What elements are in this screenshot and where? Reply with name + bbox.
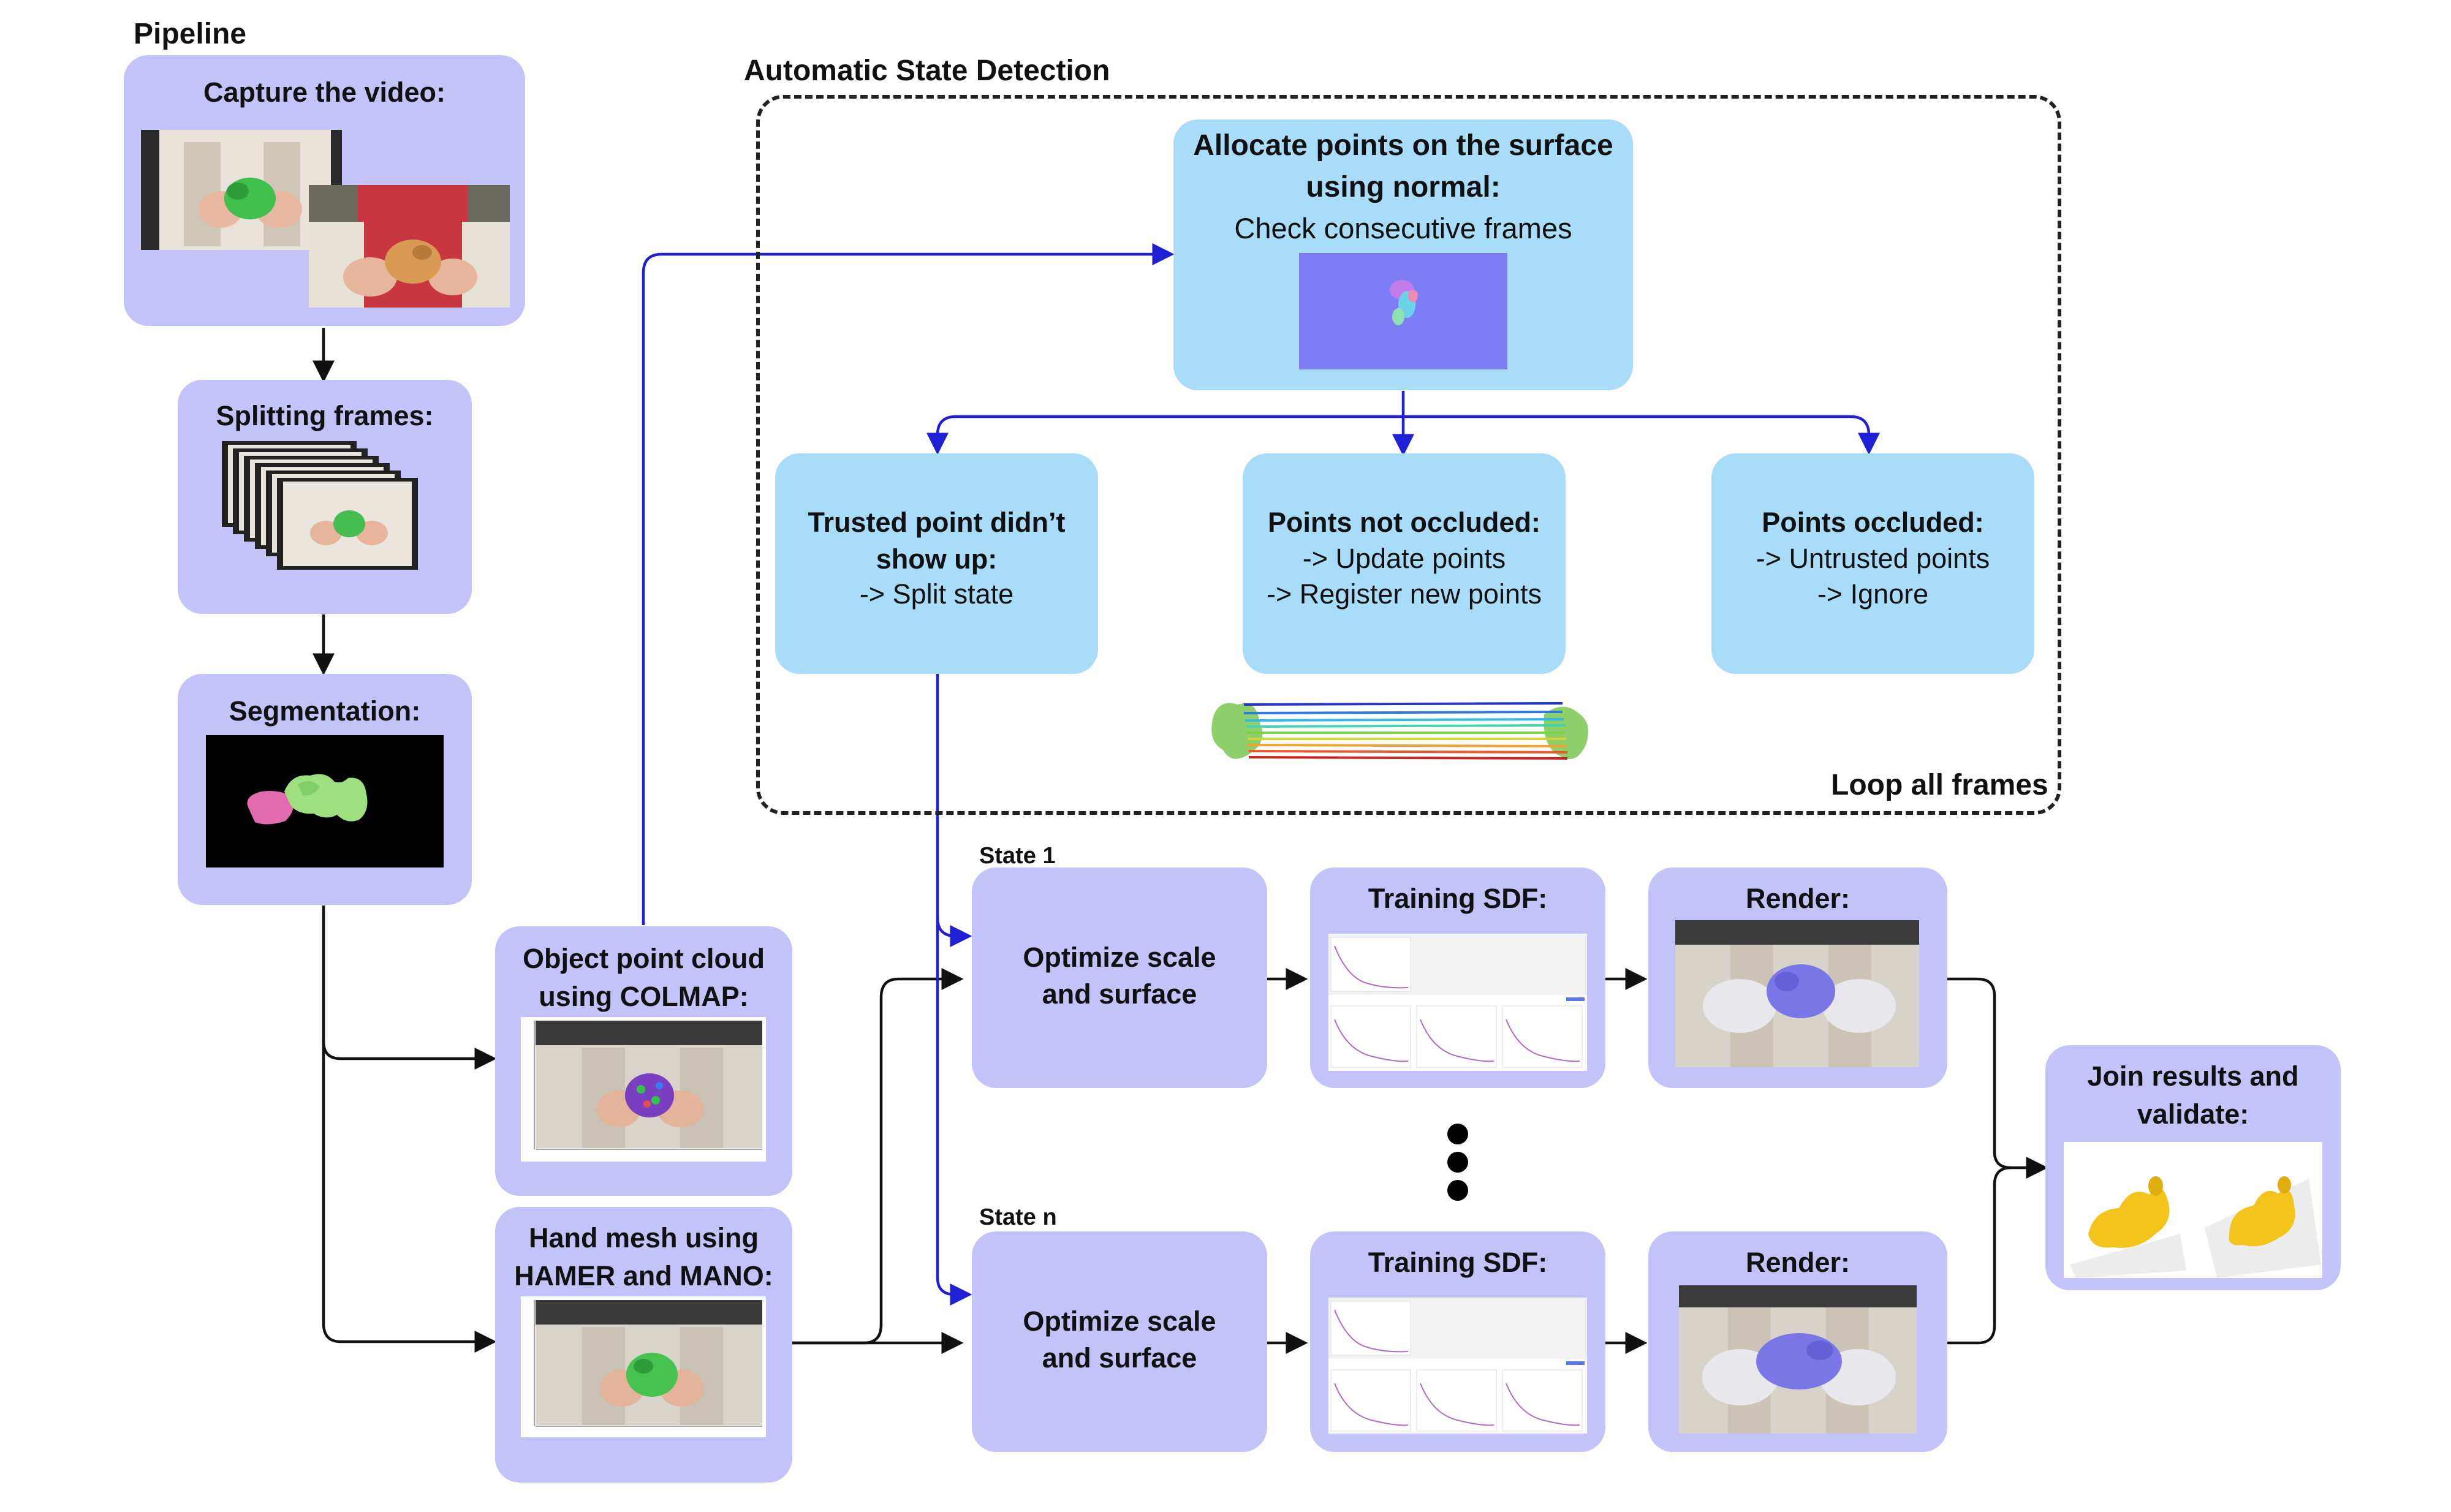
arrow-render1-to-join [1947, 977, 2048, 1179]
ellipsis-dot-1 [1447, 1124, 1468, 1144]
segmentation-box: Segmentation: [178, 674, 472, 905]
render-state1-title: Render: [1745, 883, 1851, 914]
not-occluded-line2: -> Register new points [1267, 578, 1542, 610]
occluded-line2: -> Ignore [1817, 578, 1929, 610]
arrow-handmesh-to-optimize-1 [792, 968, 964, 1345]
ellipsis-dot-2 [1447, 1152, 1468, 1173]
ellipsis-dot-3 [1447, 1180, 1468, 1201]
trusted-point-box: Trusted point didn’t show up: -> Split s… [775, 453, 1098, 674]
optimize-staten-box: Optimize scale and surface [972, 1231, 1267, 1452]
join-results-title-line1: Join results and [2087, 1060, 2299, 1092]
video-frame-1 [141, 130, 342, 250]
loop-label: Loop all frames [1831, 769, 2048, 801]
occluded-line1: -> Untrusted points [1756, 543, 1990, 574]
optimize-state1-box: Optimize scale and surface [972, 868, 1267, 1088]
optimize-staten-line2: and surface [1042, 1342, 1197, 1374]
point-cloud-plot-image [521, 1017, 766, 1162]
frame-stack-image [222, 441, 436, 582]
training-sdf-staten-title: Training SDF: [1368, 1247, 1548, 1278]
occluded-box: Points occluded: -> Untrusted points -> … [1711, 453, 2034, 674]
occluded-title: Points occluded: [1762, 507, 1984, 538]
point-correspondence-image [1211, 702, 1588, 760]
join-results-box: Join results and validate: [2045, 1045, 2341, 1290]
not-occluded-box: Points not occluded: -> Update points ->… [1243, 453, 1566, 674]
pipeline-arrows [313, 328, 2048, 1354]
allocate-points-box: Allocate points on the surface using nor… [1173, 119, 1633, 390]
render-state1-box: Render: [1648, 868, 1947, 1088]
training-sdf-state1-box: Training SDF: [1310, 868, 1605, 1088]
allocate-subtitle: Check consecutive frames [1234, 212, 1572, 244]
training-curves-staten-image [1328, 1298, 1587, 1434]
segmentation-title: Segmentation: [229, 695, 421, 727]
arrow-trusted-to-staten [936, 919, 972, 1306]
trusted-line1: -> Split state [859, 578, 1014, 610]
arrow-trusted-to-state1 [936, 674, 972, 947]
allocate-title-line1: Allocate points on the surface [1193, 129, 1613, 162]
hand-mesh-box: Hand mesh using HAMER and MANO: [495, 1207, 792, 1483]
not-occluded-line1: -> Update points [1302, 543, 1506, 574]
render-state1-image [1675, 920, 1919, 1067]
training-sdf-state1-title: Training SDF: [1368, 883, 1548, 914]
splitting-frames-title: Splitting frames: [216, 400, 434, 431]
point-cloud-title-line2: using COLMAP: [539, 981, 749, 1012]
capture-video-box: Capture the video: [124, 55, 525, 326]
splitting-frames-box: Splitting frames: [178, 380, 472, 614]
render-staten-image [1679, 1285, 1917, 1434]
allocate-title-line2: using normal: [1306, 171, 1501, 203]
optimize-state1-line2: and surface [1042, 978, 1197, 1010]
render-staten-title: Render: [1745, 1247, 1851, 1278]
optimize-staten-line1: Optimize scale [1023, 1306, 1216, 1337]
video-frame-2 [309, 185, 510, 308]
capture-video-title: Capture the video: [203, 77, 446, 108]
optimize-state1-line1: Optimize scale [1023, 942, 1216, 973]
join-results-title-line2: validate: [2137, 1098, 2249, 1130]
not-occluded-title: Points not occluded: [1268, 507, 1540, 538]
detection-title: Automatic State Detection [744, 55, 1110, 87]
training-sdf-staten-box: Training SDF: [1310, 1231, 1605, 1452]
normal-map-image [1299, 253, 1507, 369]
trusted-title-line1: Trusted point didn’t [808, 507, 1066, 538]
point-cloud-box: Object point cloud using COLMAP: [495, 926, 792, 1196]
trusted-title-line2: show up: [876, 543, 998, 575]
point-cloud-title-line1: Object point cloud [523, 943, 765, 974]
hand-mesh-title-line2: HAMER and MANO: [514, 1260, 773, 1291]
hand-mesh-title-line1: Hand mesh using [528, 1222, 759, 1253]
training-curves-state1-image [1328, 934, 1587, 1071]
pipeline-title: Pipeline [134, 18, 247, 50]
arrow-segmentation-to-pointcloud [322, 905, 497, 1070]
render-staten-box: Render: [1648, 1231, 1947, 1452]
state-detection-region [756, 95, 2061, 815]
detection-arrows [642, 243, 1880, 1306]
state-n-label: State n [979, 1204, 1057, 1230]
state-1-label: State 1 [979, 843, 1056, 869]
segmentation-mask-image [206, 735, 444, 868]
arrow-rendern-to-join [1947, 1166, 2012, 1345]
arrow-pointcloud-to-allocate [642, 243, 1175, 925]
hand-mesh-plot-image [521, 1296, 766, 1437]
arrow-segmentation-to-handmesh [322, 905, 497, 1353]
validated-results-image [2064, 1142, 2322, 1278]
